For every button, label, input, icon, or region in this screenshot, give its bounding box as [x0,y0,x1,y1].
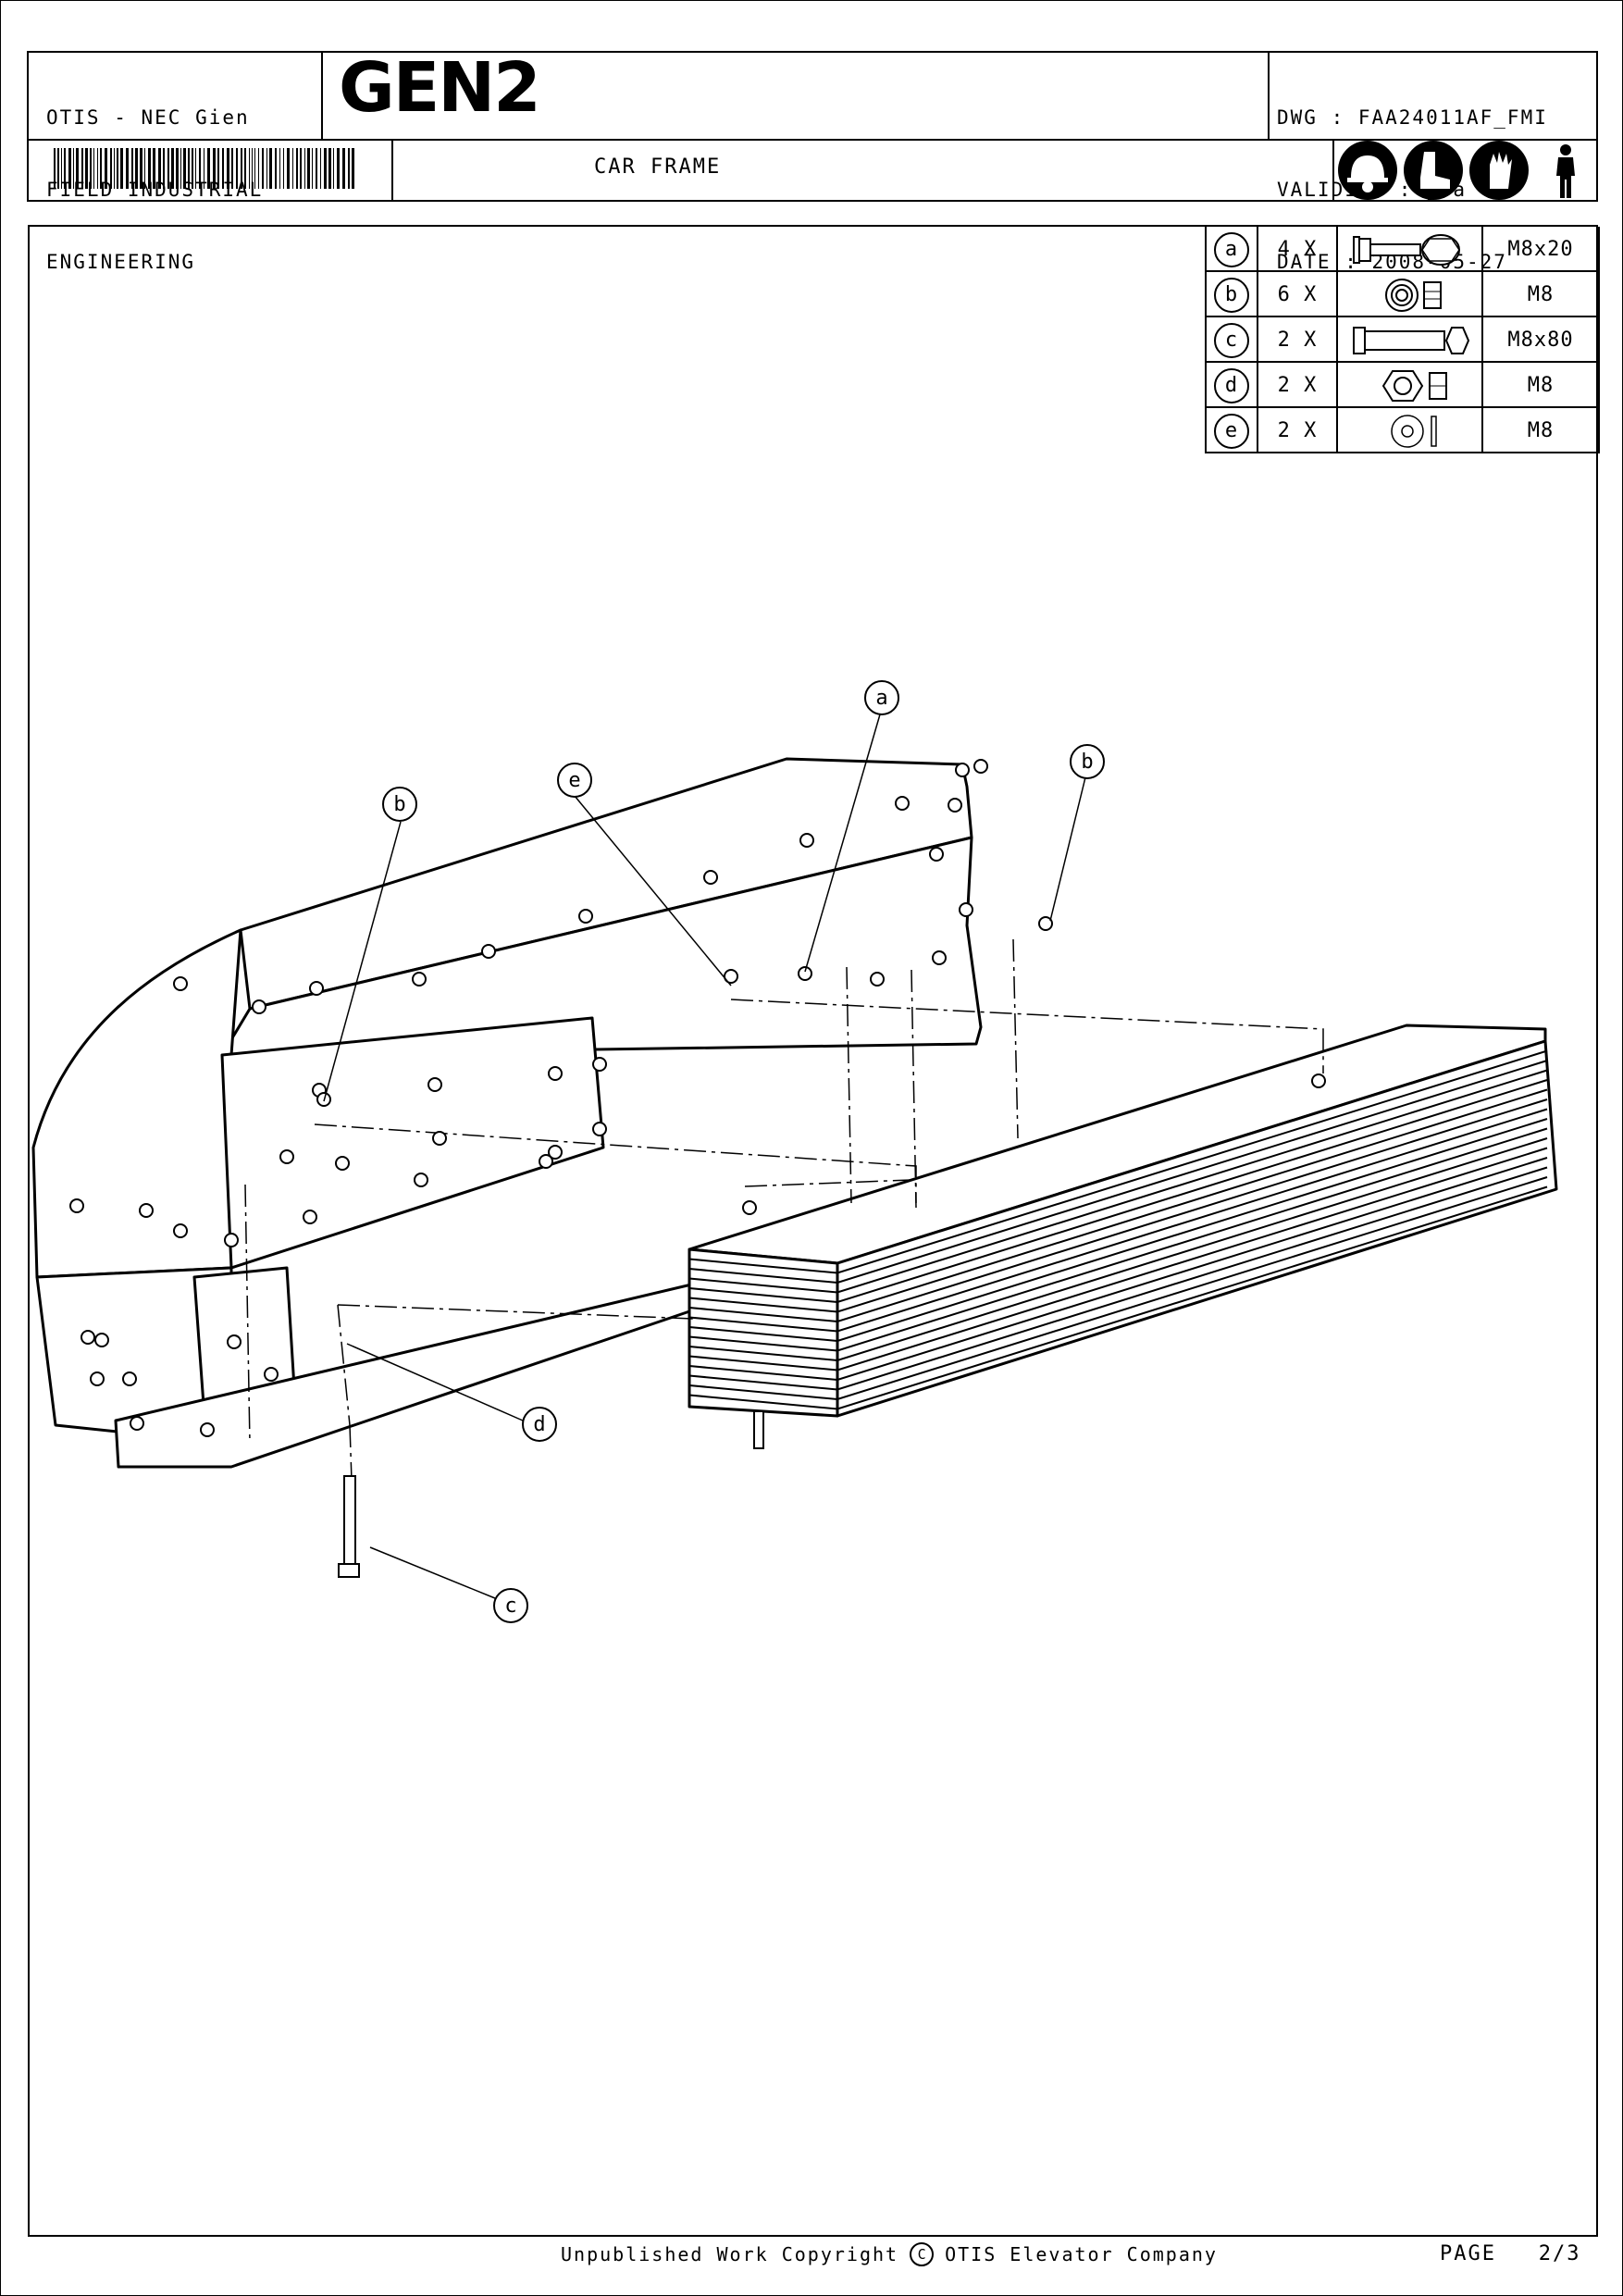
title-block-vline-4 [1332,140,1334,202]
copyright-text: Unpublished Work Copyright [561,2243,899,2265]
company-line-3: ENGINEERING [46,251,196,273]
callout-d: d [522,1407,557,1442]
part-quantity: 2 X [1258,363,1338,408]
title-block-divider [27,139,1598,141]
mounting-plate [220,1016,605,1270]
drawing-frame [28,225,1598,2237]
glove-icon [1469,141,1529,200]
callout-b-right: b [1070,744,1105,779]
hex-nut-icon [1338,363,1483,408]
part-quantity: 4 X [1258,227,1338,272]
part-id-cell: e [1207,408,1258,453]
part-id: c [1214,322,1249,358]
copyright-symbol-icon: C [910,2242,935,2266]
corner-curve [31,928,242,1279]
flange-bolt-icon [1338,227,1483,272]
title-block-vline-2 [1268,51,1270,140]
part-id-cell: b [1207,272,1258,317]
copyright-notice: Unpublished Work Copyright C OTIS Elevat… [561,2242,1218,2266]
callout-e: e [557,763,592,798]
title-block-vline-3 [391,140,393,202]
callout-c: c [493,1588,528,1623]
title-block [27,51,1598,202]
company-name: OTIS - NEC Gien FIELD INDUSTRIAL ENGINEE… [46,57,263,298]
safety-boot-icon [1404,141,1463,200]
page-number: PAGE 2/3 [1440,2242,1581,2265]
long-bolt-icon [1338,317,1483,363]
person-icon [1536,141,1595,204]
part-id-cell: d [1207,363,1258,408]
part-id-cell: c [1207,317,1258,363]
callout-a: a [864,680,899,715]
part-quantity: 2 X [1258,408,1338,453]
company-line-1: OTIS - NEC Gien [46,106,250,129]
callout-b-left: b [382,787,417,822]
drawing-number: DWG : FAA24011AF_FMI [1277,106,1548,129]
washer-icon [1338,408,1483,453]
part-id: a [1214,231,1249,267]
drawing-info: DWG : FAA24011AF_FMI VALIDITY : j-a DATE… [1277,57,1548,298]
part-quantity: 6 X [1258,272,1338,317]
part-spec: M8x80 [1483,317,1600,363]
drawing-title: CAR FRAME [594,155,722,179]
part-spec: M8x20 [1483,227,1600,272]
helmet-icon [1338,141,1397,200]
car-frame-assembly-drawing [31,714,1558,1599]
part-quantity: 2 X [1258,317,1338,363]
long-bolt [343,1475,356,1570]
barcode [54,148,354,189]
part-spec: M8 [1483,408,1600,453]
bottom-plate [114,1280,705,1469]
part-spec: M8 [1483,363,1600,408]
part-id: d [1214,367,1249,403]
weight-stack-end [688,1247,839,1418]
part-id: b [1214,277,1249,313]
part-id: e [1214,413,1249,449]
copyright-owner: OTIS Elevator Company [945,2243,1218,2265]
title-block-vline-1 [321,51,323,140]
gen2-logo: GEN2 [339,48,541,128]
part-id-cell: a [1207,227,1258,272]
part-spec: M8 [1483,272,1600,317]
flange-nut-icon [1338,272,1483,317]
